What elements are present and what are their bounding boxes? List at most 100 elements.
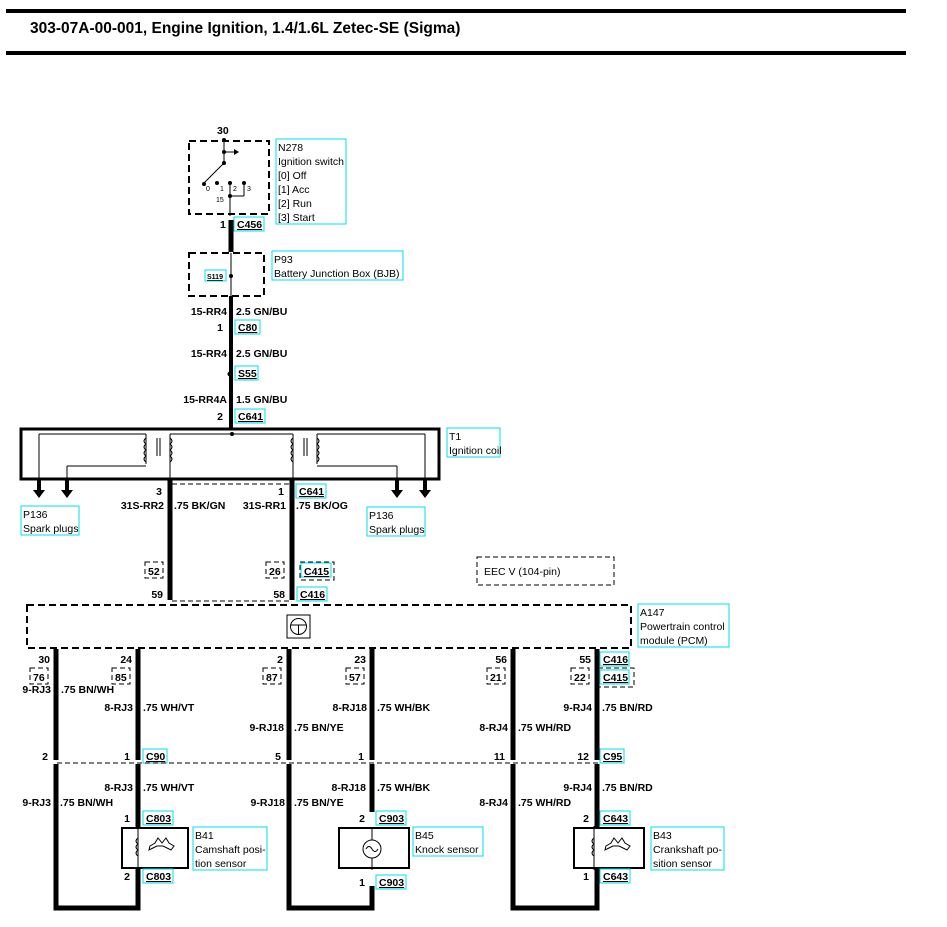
splice-s55[interactable]: S55 [238,368,257,380]
pcm-label-box [637,603,730,648]
circuit-8-rj4: 8-RJ4 [479,722,508,734]
circuit-8-rj3-lower: 8-RJ3 [104,782,133,794]
wire-spec-9-rj18-lower: .75 BN/YE [294,797,344,809]
connector-c903-top[interactable]: C903 [379,813,404,825]
c416-box-bottom[interactable] [599,651,630,667]
s55-box[interactable] [234,365,259,381]
ignition-switch-id: N278 [278,142,303,154]
connector-c416-top[interactable]: C416 [300,589,325,601]
switch-state-run: [2] Run [278,198,312,210]
circuit-8-rj3: 8-RJ3 [104,702,133,714]
c803-box-bottom[interactable] [142,868,174,884]
connector-c643-top[interactable]: C643 [603,813,628,825]
switch-pos-2: 2 [233,186,237,193]
coil-label-box [446,427,501,458]
c641-box-top[interactable] [234,408,266,424]
circuit-31s-rr1: 31S-RR1 [243,500,286,512]
c415-dashed-box [299,561,335,581]
c80-box[interactable] [234,319,261,335]
connector-c90[interactable]: C90 [146,751,165,763]
s119-box[interactable] [204,269,227,282]
connector-c803-bottom[interactable]: C803 [146,871,171,883]
wire-spec-seg2: 2.5 GN/BU [236,348,287,360]
connector-c80[interactable]: C80 [238,322,257,334]
c415-pin-85: 85 [115,672,127,684]
ks-name: Knock sensor [415,844,479,856]
connector-c643-bottom[interactable]: C643 [603,871,628,883]
connector-c416-bottom[interactable]: C416 [603,654,628,666]
connector-c903-bottom[interactable]: C903 [379,877,404,889]
c95-box[interactable] [599,748,625,764]
wire-spec-seg3: 1.5 GN/BU [236,394,287,406]
inline-pin-1: 1 [124,751,130,763]
c416-pin-30: 30 [38,654,50,666]
c415-pin-26: 26 [269,566,281,578]
connector-c641-bottom[interactable]: C641 [299,486,324,498]
c903-box-top[interactable] [375,810,407,826]
c643-box-top[interactable] [599,810,631,826]
ks-id: B45 [415,830,434,842]
spark-plugs-left-id: P136 [23,509,48,521]
connector-c456[interactable]: C456 [237,219,262,231]
c416-pin-58: 58 [273,589,285,601]
eec-outline [476,556,615,586]
c903-box-bottom[interactable] [375,874,407,890]
ignition-switch-name: Ignition switch [278,156,344,168]
coil-id: T1 [449,431,461,443]
c415-pin-52: 52 [148,566,160,578]
c415-pin-52-box [144,561,164,579]
bjb-name: Battery Junction Box (BJB) [274,268,399,280]
coil-pin-3: 3 [156,486,162,498]
coil-name: Ignition coil [449,445,502,457]
ks-pin-2: 2 [359,813,365,825]
ignition-switch-label-box [275,138,347,225]
c415-box-bottom[interactable] [599,669,630,685]
c643-box-bottom[interactable] [599,868,631,884]
c415-pin-box-76 [29,667,49,685]
spark-plugs-right-name: Spark plugs [369,524,424,536]
s55-splice-dot [227,371,233,377]
connector-c95[interactable]: C95 [603,751,622,763]
circuit-9-rj4-lower: 9-RJ4 [563,782,592,794]
switch-pos-1: 1 [220,186,224,193]
spark-plugs-right-label-box [366,506,426,537]
ignition-switch-outline [188,140,270,215]
cmp-pin-2: 2 [124,871,130,883]
c416-pin-55: 55 [579,654,591,666]
switch-state-start: [3] Start [278,212,315,224]
ignition-coil-outline [19,427,441,481]
eec-label: EEC V (104-pin) [484,566,560,578]
ckp-name-line1: Crankshaft po- [653,844,722,856]
connector-c803-top[interactable]: C803 [146,813,171,825]
ckp-id: B43 [653,830,672,842]
circuit-9-rj4: 9-RJ4 [563,702,592,714]
bjb-id: P93 [274,254,293,266]
wire-spec-9-rj4-lower: .75 BN/RD [602,782,653,794]
c415-pin-22: 22 [574,672,586,684]
cmp-label-box [192,826,268,871]
ckp-name-line2: sition sensor [653,858,712,870]
page-title: 303-07A-00-001, Engine Ignition, 1.4/1.6… [30,20,461,37]
ks-sensor-body [338,827,410,869]
c415-box-top[interactable] [300,562,332,578]
bjb-label-box [271,250,404,281]
c416-box-top[interactable] [296,586,328,602]
connector-c415-top[interactable]: C415 [304,566,329,578]
wire-spec-9-rj3: .75 BN/WH [61,684,114,696]
wire-spec-31s-rr2: .75 BK/GN [174,500,225,512]
coil-winding-icon [143,437,147,463]
splice-s119[interactable]: S119 [207,274,223,281]
ks-pin-1: 1 [359,877,365,889]
connector-c415-bottom[interactable]: C415 [603,672,628,684]
circuit-8-rj18-lower: 8-RJ18 [332,782,367,794]
c641-pin-2: 2 [217,411,223,423]
connector-c641-top[interactable]: C641 [238,411,263,423]
c803-box-top[interactable] [142,810,174,826]
c641-box-bottom[interactable] [295,483,327,499]
c415-pin-21: 21 [490,672,502,684]
ks-ac-icon [362,839,382,859]
c456-box[interactable] [233,216,265,232]
c415-pin-box-57 [345,667,365,685]
inline-pin-5: 5 [275,751,281,763]
